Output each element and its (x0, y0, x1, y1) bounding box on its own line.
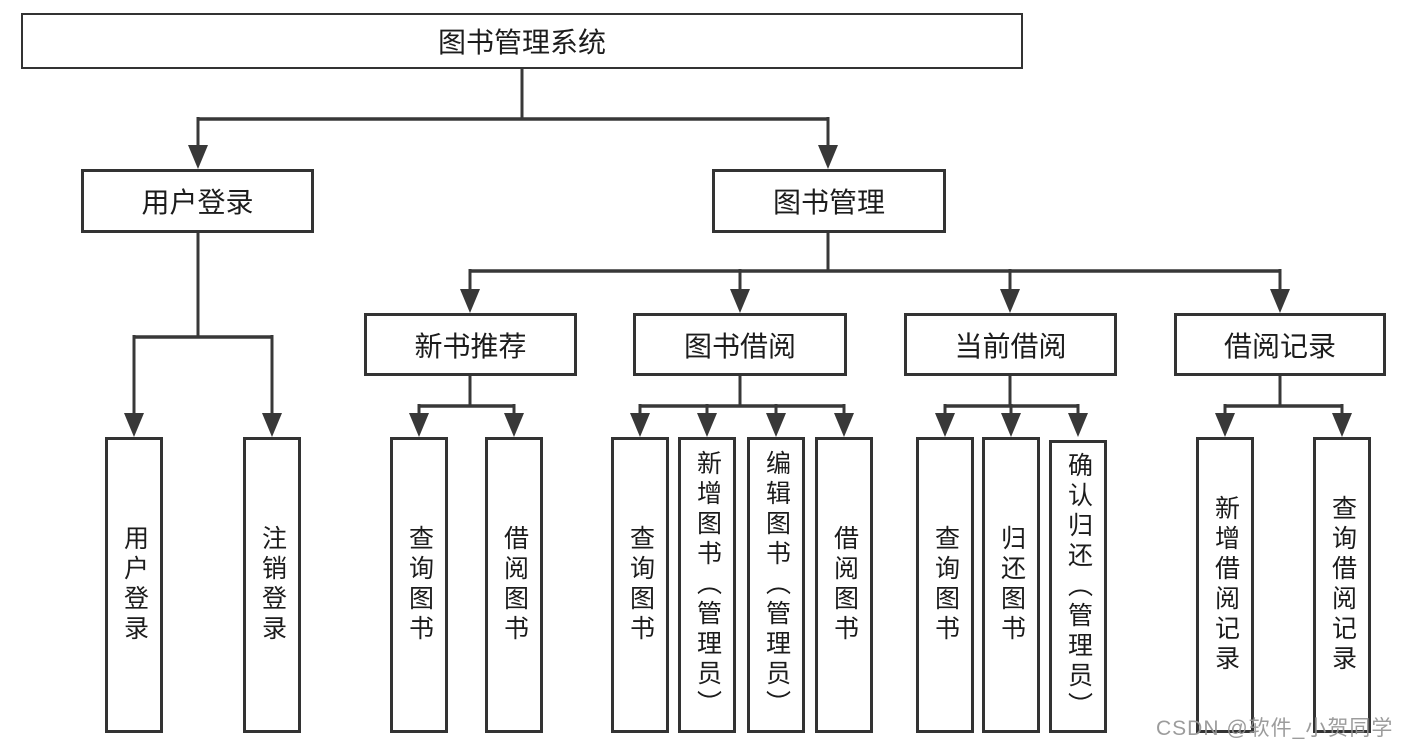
leaf-borrow-borrow-books: 借阅图书 (815, 437, 873, 733)
leaf-user-login: 用户登录 (105, 437, 163, 733)
csdn-watermark: CSDN @软件_小贺同学 (1156, 717, 1394, 740)
arrow-down (1000, 289, 1020, 313)
node-root: 图书管理系统 (21, 13, 1023, 69)
leaf-current-confirm-return-admin: 确认归还（管理员） (1049, 440, 1107, 733)
node-user-login: 用户登录 (81, 169, 314, 233)
connector-current-children (935, 376, 1088, 437)
arrow-down (766, 413, 786, 437)
node-new-book-recommend: 新书推荐 (364, 313, 577, 376)
arrow-down (460, 289, 480, 313)
arrow-down (1068, 413, 1088, 437)
connector-root-to-level2 (188, 69, 838, 169)
arrow-down (504, 413, 524, 437)
arrow-down (730, 289, 750, 313)
leaf-records-add-record: 新增借阅记录 (1196, 437, 1254, 733)
arrow-down (630, 413, 650, 437)
arrow-down (188, 145, 208, 169)
arrow-down (1215, 413, 1235, 437)
arrow-down (1270, 289, 1290, 313)
node-current-borrow: 当前借阅 (904, 313, 1117, 376)
leaf-borrow-add-books-admin: 新增图书（管理员） (678, 437, 736, 733)
arrow-down (834, 413, 854, 437)
arrow-down (124, 413, 144, 437)
arrow-down (935, 413, 955, 437)
arrow-down (1332, 413, 1352, 437)
arrow-down (262, 413, 282, 437)
connector-borrow-children (630, 376, 854, 437)
leaf-borrow-query-books: 查询图书 (611, 437, 669, 733)
arrow-down (697, 413, 717, 437)
node-book-borrow: 图书借阅 (633, 313, 847, 376)
leaf-current-query-books: 查询图书 (916, 437, 974, 733)
arrow-down (1001, 413, 1021, 437)
node-borrow-records: 借阅记录 (1174, 313, 1386, 376)
node-book-management: 图书管理 (712, 169, 946, 233)
leaf-borrow-edit-books-admin: 编辑图书（管理员） (747, 437, 805, 733)
leaf-records-query-record: 查询借阅记录 (1313, 437, 1371, 733)
connector-records-children (1215, 376, 1352, 437)
connector-recommend-children (409, 376, 524, 437)
arrow-down (409, 413, 429, 437)
arrow-down (818, 145, 838, 169)
leaf-recommend-borrow-books: 借阅图书 (485, 437, 543, 733)
leaf-current-return-books: 归还图书 (982, 437, 1040, 733)
leaf-logout: 注销登录 (243, 437, 301, 733)
connector-user-login-children (124, 233, 282, 437)
connector-book-management-children (460, 233, 1290, 313)
leaf-recommend-query-books: 查询图书 (390, 437, 448, 733)
